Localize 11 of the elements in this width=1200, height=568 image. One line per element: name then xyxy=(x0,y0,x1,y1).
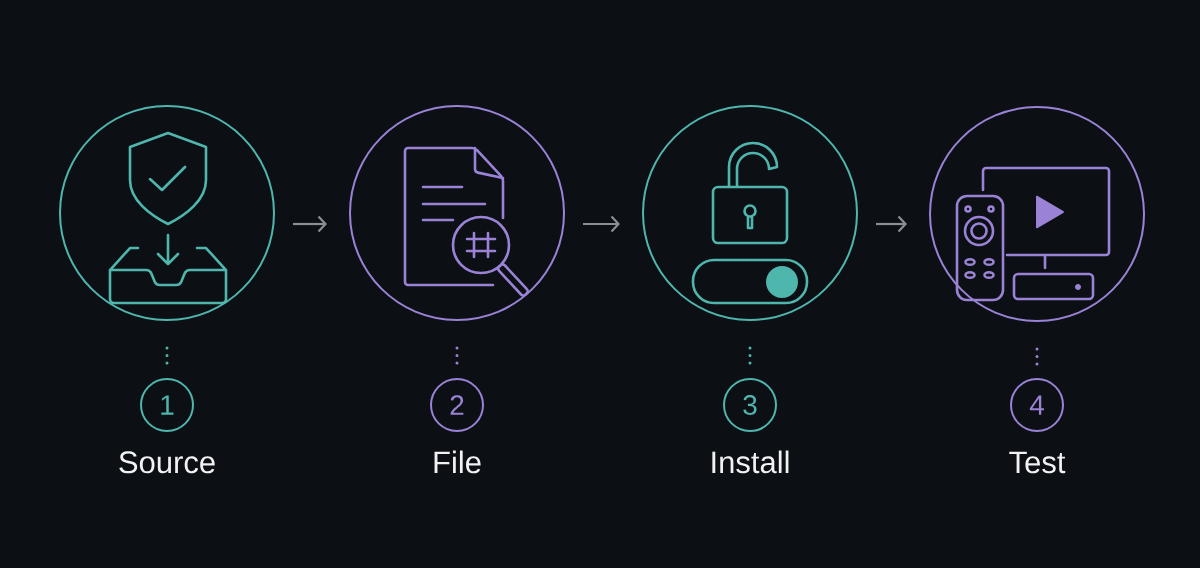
step-label: Install xyxy=(712,450,789,474)
arrow xyxy=(876,215,907,233)
step-circle xyxy=(929,106,1145,322)
step-label: File xyxy=(434,450,481,474)
step-label: Source xyxy=(119,451,215,474)
step-circle xyxy=(349,105,565,321)
step-circle xyxy=(59,105,275,321)
arrow xyxy=(583,215,620,233)
step-circle xyxy=(642,105,858,321)
step-label: Test xyxy=(1009,451,1066,474)
arrow xyxy=(293,215,327,233)
